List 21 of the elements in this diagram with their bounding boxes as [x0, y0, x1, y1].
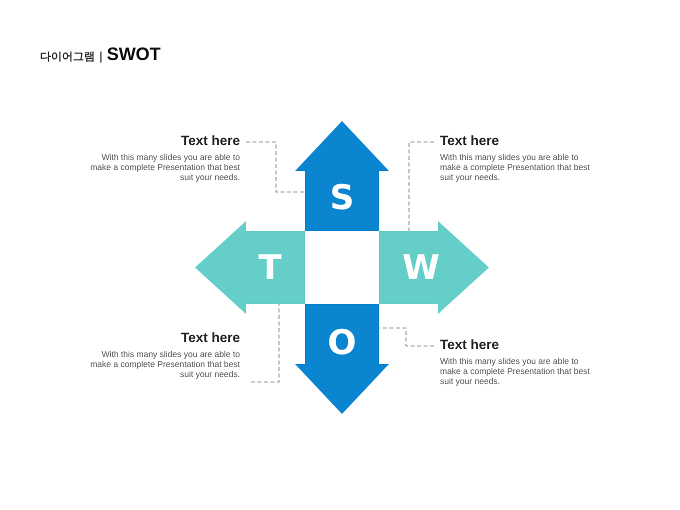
block-arrow — [195, 221, 305, 314]
heading: Text here — [180, 132, 240, 150]
leader-line — [251, 304, 280, 383]
leader-line — [246, 141, 305, 193]
body-text: With this many slides you are able to make a complete Presentation that best suit your needs. — [89, 153, 240, 182]
leader-line — [379, 327, 434, 347]
block-arrow — [379, 221, 489, 314]
body-text: With this many slides you are able to make a complete Presentation that best suit your needs. — [89, 350, 240, 380]
body-text: With this many slides you are able to make a complete Presentation that best suit your needs. — [440, 357, 591, 386]
heading: Text here — [440, 132, 500, 150]
heading: Text here — [440, 336, 500, 354]
arrow-letter: T — [258, 251, 282, 285]
body-text: With this many slides you are able to make a complete Presentation that best suit your needs. — [440, 153, 591, 182]
arrow-letter: W — [402, 251, 440, 285]
leader-line — [408, 141, 434, 231]
arrow-letter: O — [328, 326, 356, 360]
heading: Text here — [180, 329, 240, 347]
arrow-letter: S — [330, 181, 354, 215]
block-arrow — [295, 304, 389, 414]
block-arrow — [295, 121, 389, 231]
title: 다이어그램 | SWOT — [40, 44, 161, 66]
